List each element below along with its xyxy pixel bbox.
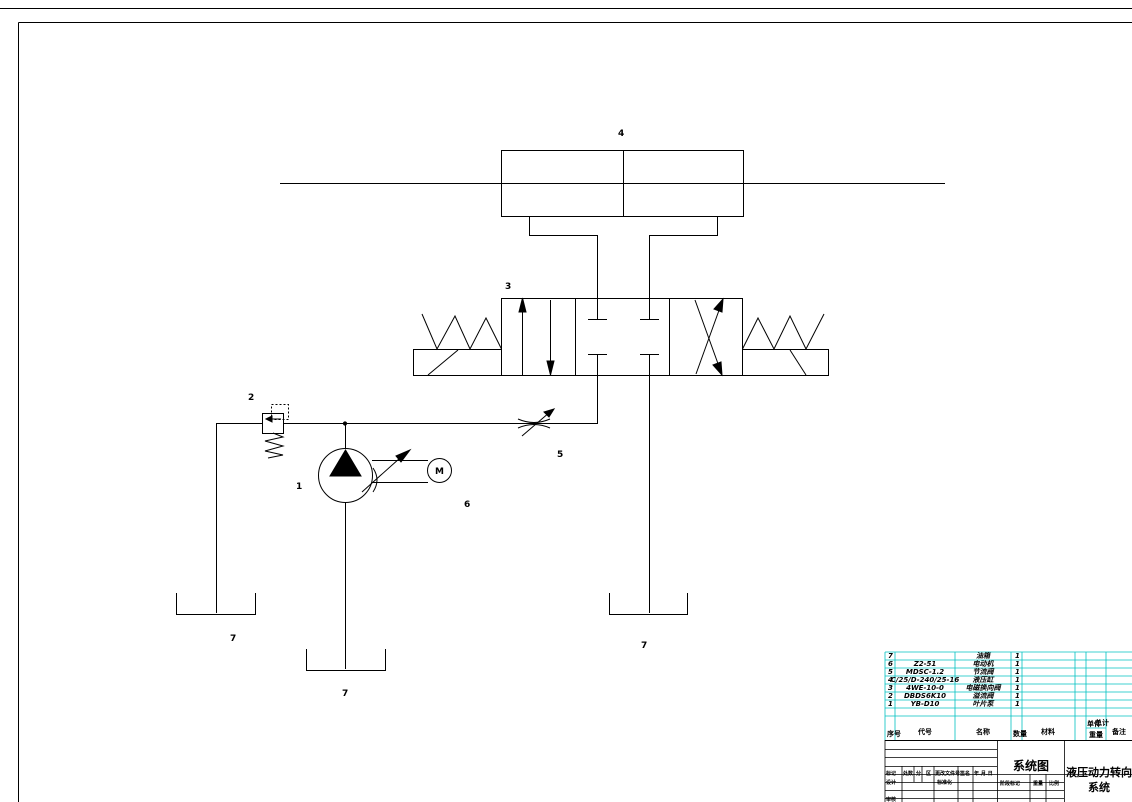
svg-text:签名: 签名	[959, 770, 970, 777]
svg-text:年.月.日: 年.月.日	[974, 770, 993, 777]
svg-text:YB-D10: YB-D10	[911, 700, 940, 708]
relief-valve	[262, 404, 289, 459]
svg-text:3: 3	[888, 684, 893, 692]
header-no: 序号	[886, 729, 901, 738]
svg-text:节流阀: 节流阀	[973, 667, 995, 676]
svg-text:叶片泵: 叶片泵	[973, 699, 995, 708]
header-weight: 重量	[1089, 730, 1103, 739]
bom-row: 4 C/25/D-240/25-16 液压缸 1	[888, 675, 1020, 684]
project-title-line2: 系统	[1088, 780, 1110, 794]
svg-text:标记: 标记	[885, 770, 896, 777]
label-pump: 1	[296, 482, 302, 492]
sign-row: 标记 处数 分 区 更改文件号 签名 年.月.日	[885, 770, 993, 777]
svg-text:处数: 处数	[902, 770, 914, 777]
standardize-label: 标准化	[936, 779, 952, 786]
svg-text:DBDS6K10: DBDS6K10	[904, 692, 946, 700]
hydraulic-cylinder	[280, 150, 945, 300]
throttle-valve	[517, 408, 556, 437]
svg-text:MDSC-1.2: MDSC-1.2	[906, 668, 944, 676]
weight-label: 重量	[1033, 780, 1043, 787]
svg-text:更改文件号: 更改文件号	[935, 770, 960, 777]
label-motor: 6	[464, 500, 470, 510]
bom-header: 序号 代号 名称 数量 材料 单件 总计 重量 备注	[886, 718, 1126, 739]
svg-text:1: 1	[888, 700, 893, 708]
svg-text:电动机: 电动机	[973, 659, 995, 668]
svg-text:1: 1	[1015, 692, 1020, 700]
parts-list	[884, 651, 1132, 741]
svg-text:1: 1	[1015, 668, 1020, 676]
header-total: 总计	[1095, 718, 1109, 727]
header-code: 代号	[917, 727, 932, 736]
project-title-line1: 液压动力转向	[1066, 765, 1132, 779]
label-tank-left: 7	[230, 634, 236, 644]
tank-left	[176, 593, 256, 615]
svg-text:电磁换向阀: 电磁换向阀	[966, 683, 1002, 692]
electric-motor	[372, 458, 452, 483]
svg-text:分: 分	[916, 770, 921, 777]
svg-text:7: 7	[888, 652, 893, 660]
svg-text:溢流阀: 溢流阀	[973, 691, 995, 700]
svg-text:区: 区	[926, 770, 931, 777]
vane-pump	[318, 448, 412, 503]
bom-row: 2 DBDS6K10 溢流阀 1	[888, 691, 1020, 700]
drawing-frame	[0, 8, 1132, 802]
svg-text:1: 1	[1015, 676, 1020, 684]
svg-text:C/25/D-240/25-16: C/25/D-240/25-16	[891, 676, 960, 684]
drawing-name: 系统图	[1013, 758, 1049, 773]
svg-text:1: 1	[1015, 652, 1020, 660]
design-label: 设计	[886, 779, 896, 786]
header-unit: 单件	[1087, 719, 1101, 728]
label-throttle-valve: 5	[557, 450, 563, 460]
label-tank-center: 7	[342, 689, 348, 699]
review-label: 审核	[886, 796, 896, 802]
motor-symbol: M	[435, 467, 444, 477]
label-cylinder: 4	[618, 129, 624, 139]
label-directional-valve: 3	[505, 282, 511, 292]
directional-valve	[413, 297, 829, 377]
pressure-line	[216, 375, 650, 669]
svg-text:1: 1	[1015, 700, 1020, 708]
tank-right	[609, 593, 688, 615]
svg-text:5: 5	[888, 668, 893, 676]
svg-text:1: 1	[1015, 684, 1020, 692]
bom-row: 7 油箱 1	[888, 651, 1020, 660]
svg-text:2: 2	[888, 692, 893, 700]
svg-text:液压缸: 液压缸	[973, 675, 996, 684]
header-material: 材料	[1040, 727, 1055, 736]
bom-row: 3 4WE-10-0 电磁换向阀 1	[888, 683, 1020, 692]
scale-label: 比例	[1049, 780, 1059, 787]
svg-text:油箱: 油箱	[976, 651, 992, 660]
svg-text:Z2-51: Z2-51	[913, 660, 937, 668]
bom-row: 1 YB-D10 叶片泵 1	[888, 699, 1020, 708]
tank-center	[306, 649, 386, 671]
bom-row: 5 MDSC-1.2 节流阀 1	[888, 667, 1020, 676]
svg-text:6: 6	[888, 660, 893, 668]
title-block	[884, 740, 1132, 802]
header-qty: 数量	[1013, 729, 1027, 738]
label-relief-valve: 2	[248, 393, 254, 403]
header-name: 名称	[976, 727, 990, 736]
header-remark: 备注	[1111, 727, 1126, 736]
svg-text:4: 4	[888, 676, 893, 684]
svg-text:4WE-10-0: 4WE-10-0	[906, 684, 944, 692]
label-tank-right: 7	[641, 641, 647, 651]
stage-mark-label: 阶段标记	[1000, 780, 1020, 787]
svg-text:1: 1	[1015, 660, 1020, 668]
bom-row: 6 Z2-51 电动机 1	[888, 659, 1020, 668]
